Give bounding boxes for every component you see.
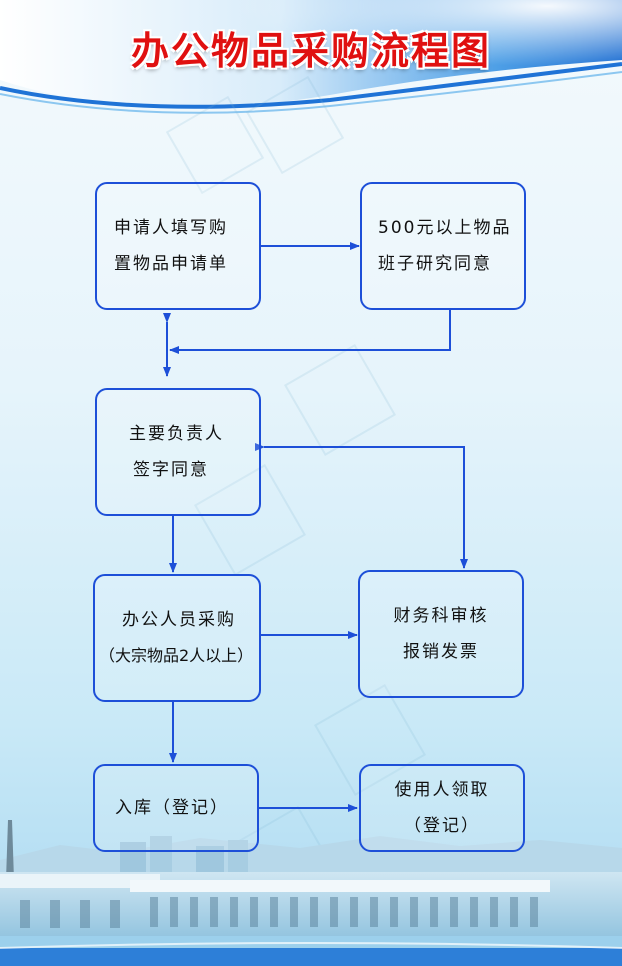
- node-apply-request: 申请人填写购 置物品申请单: [95, 182, 261, 310]
- node-over500-line2: 班子研究同意: [378, 246, 492, 282]
- node-finance-review: 财务科审核 报销发票: [358, 570, 524, 698]
- node-recipient-collect: 使用人领取 （登记）: [359, 764, 525, 852]
- node-finance-line1: 财务科审核: [394, 598, 489, 634]
- node-over500-approval: 500元以上物品 班子研究同意: [360, 182, 526, 310]
- node-leader-line1: 主要负责人: [97, 416, 224, 452]
- node-leader-sign: 主要负责人 签字同意: [95, 388, 261, 516]
- node-apply-line2: 置物品申请单: [114, 246, 228, 282]
- node-recipient-line1: 使用人领取: [395, 772, 490, 808]
- node-apply-line1: 申请人填写购: [114, 210, 228, 246]
- node-purchase-line2: （大宗物品2人以上）: [95, 638, 253, 674]
- arrow-leader-finance-bidirectional: [264, 447, 464, 568]
- node-finance-line2: 报销发票: [403, 634, 479, 670]
- node-leader-line2: 签字同意: [97, 452, 209, 488]
- node-over500-line1: 500元以上物品: [378, 210, 511, 246]
- node-staff-purchase: 办公人员采购 （大宗物品2人以上）: [93, 574, 261, 702]
- node-recipient-line2: （登记）: [404, 808, 480, 844]
- node-purchase-line1: 办公人员采购: [95, 602, 236, 638]
- node-warehouse-line1: 入库（登记）: [115, 790, 229, 826]
- node-warehouse-register: 入库（登记）: [93, 764, 259, 852]
- arrow-over500-to-leader: [170, 310, 450, 350]
